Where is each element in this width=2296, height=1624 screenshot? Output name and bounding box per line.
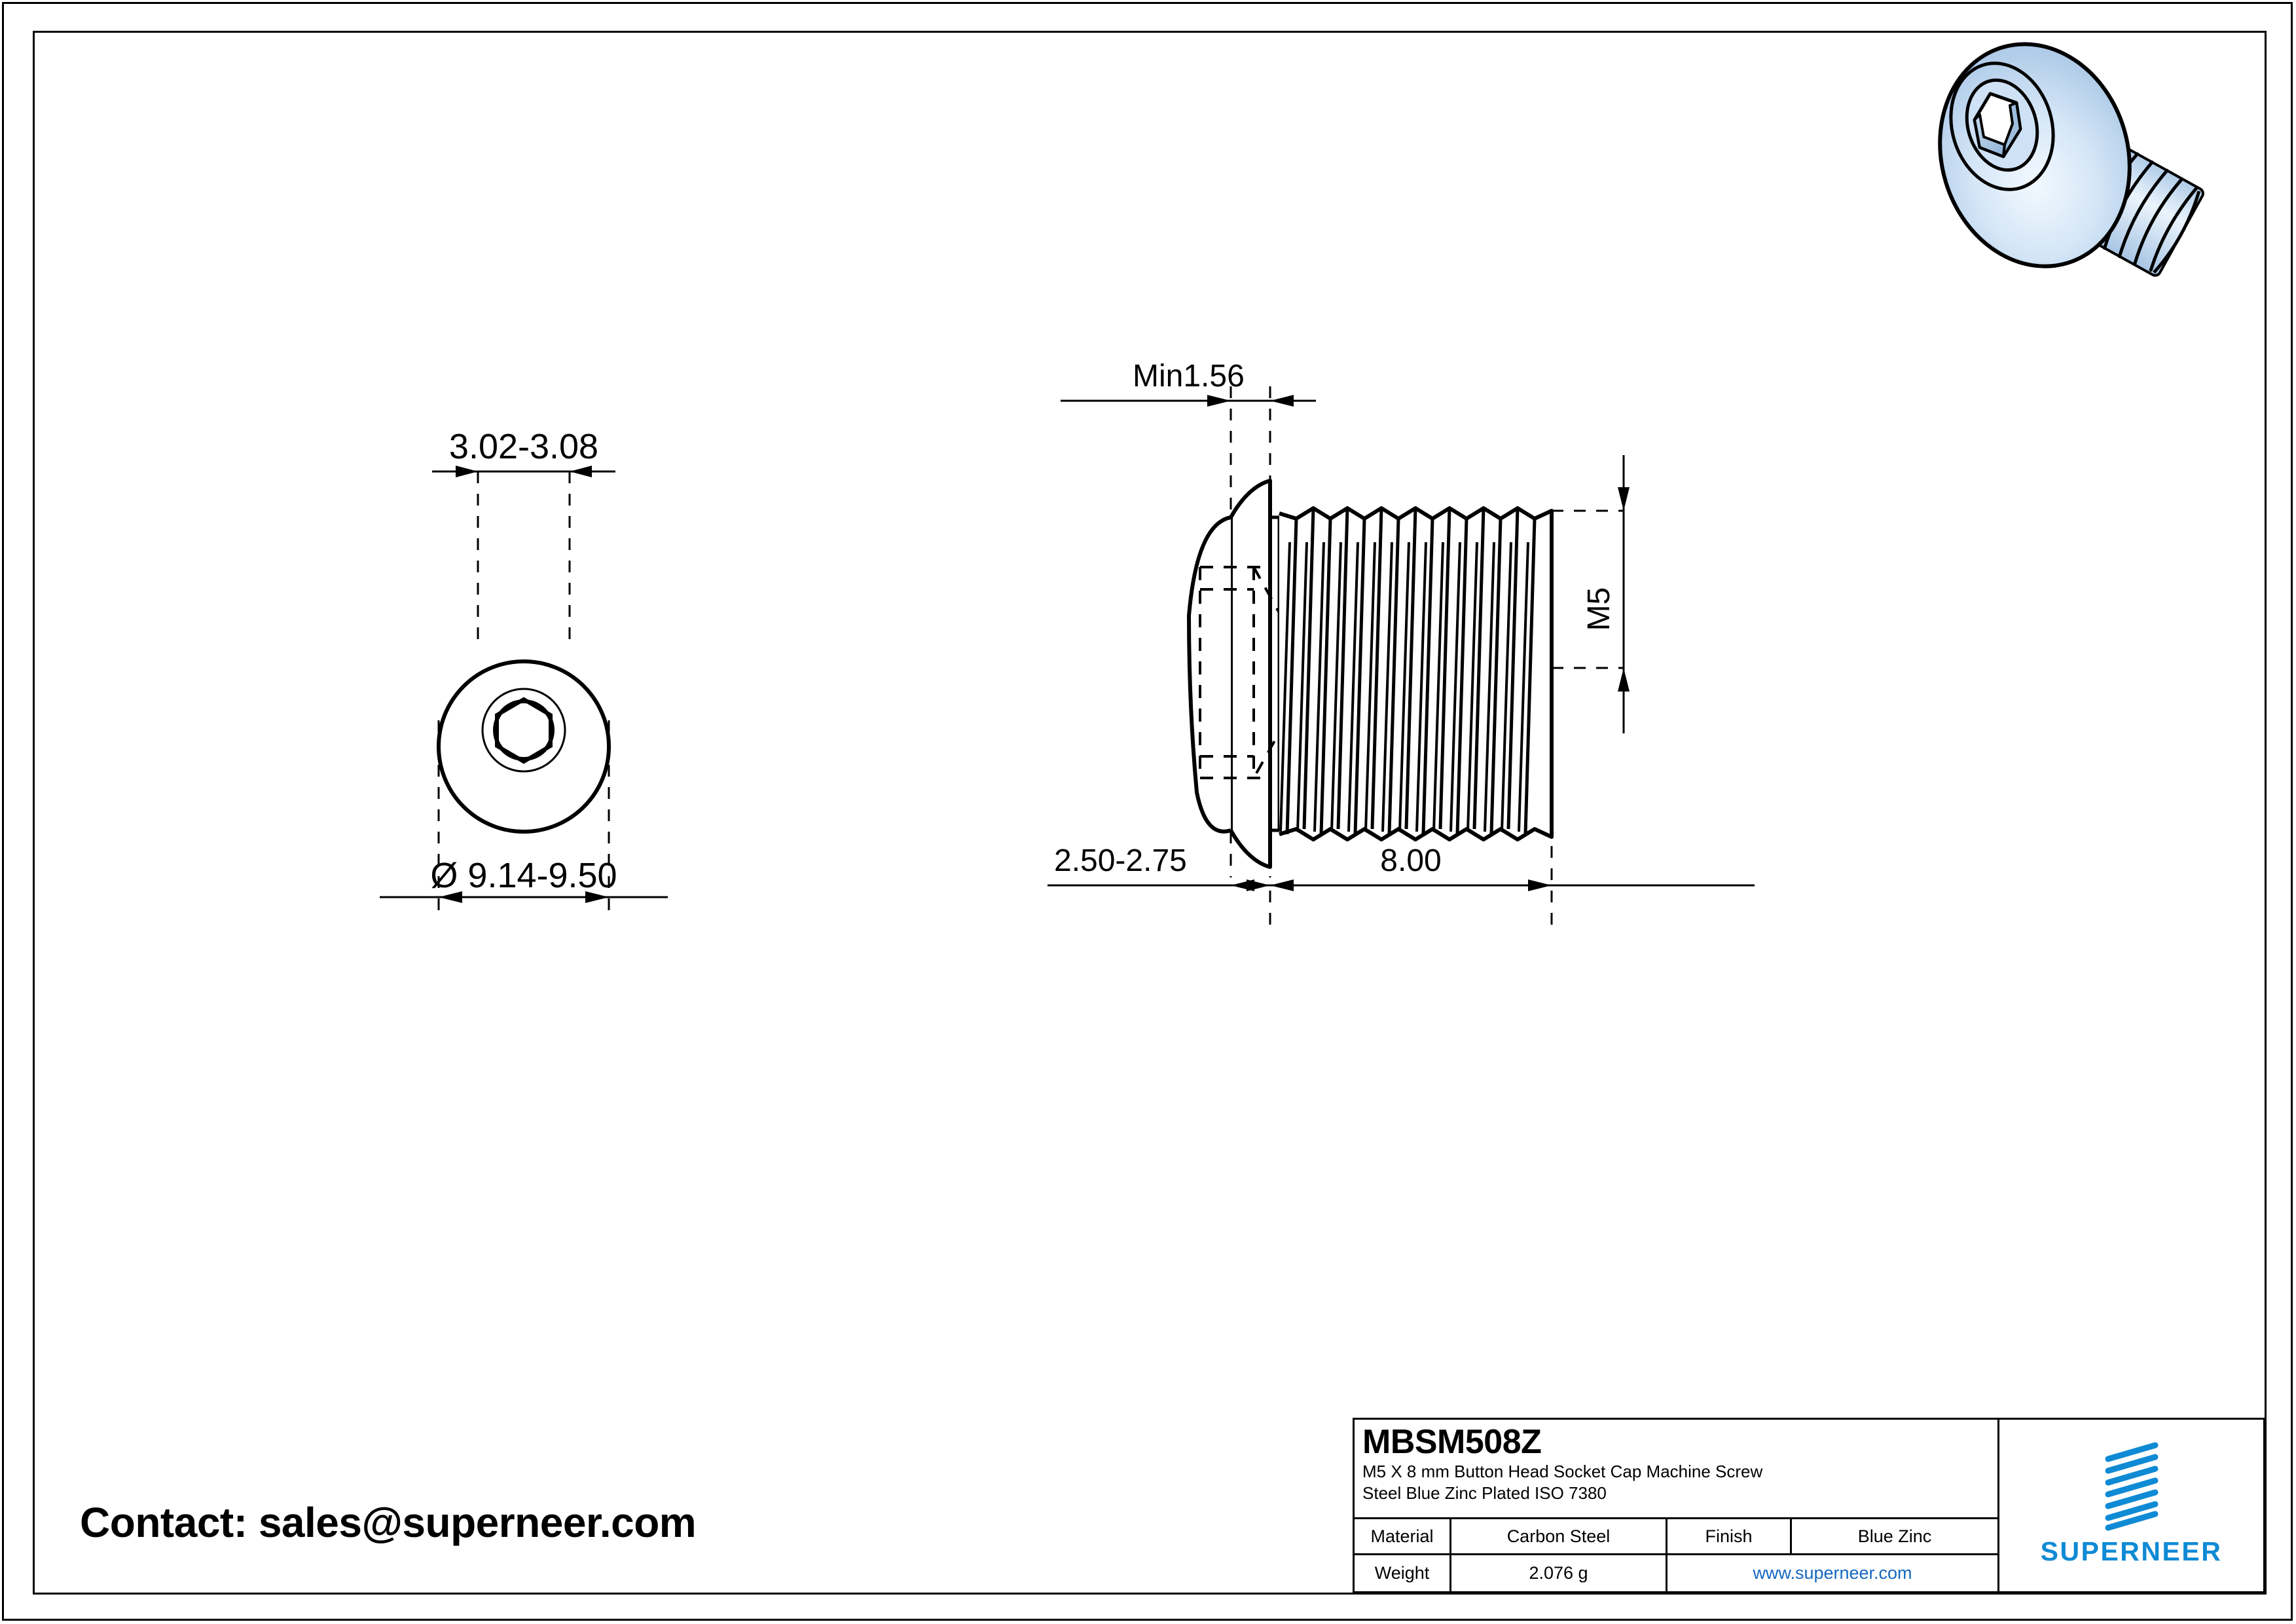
description-line-2: Steel Blue Zinc Plated ISO 7380 [1362, 1483, 1607, 1503]
dimension-thread-size-m5: M5 [1582, 455, 1630, 733]
title-block-left: MBSM508Z M5 X 8 mm Button Head Socket Ca… [1355, 1420, 1999, 1591]
head-dome-profile [1229, 479, 1272, 869]
weight-value: 2.076 g [1451, 1555, 1667, 1591]
title-block-spec-table: Material Carbon Steel Finish Blue Zinc W… [1355, 1519, 1997, 1591]
dimension-min-socket-depth: Min1.56 [1061, 359, 1316, 407]
description-line-1: M5 X 8 mm Button Head Socket Cap Machine… [1362, 1462, 1763, 1482]
side-view-thread-length-text: 8.00 [1380, 843, 1441, 878]
contact-line: Contact: sales@superneer.com [80, 1499, 697, 1546]
front-view-drawing: 3.02-3.08 Ø 9.14-9.50 [380, 427, 668, 910]
title-block: MBSM508Z M5 X 8 mm Button Head Socket Ca… [1353, 1418, 2265, 1593]
head-outer-circle [437, 659, 611, 834]
front-view-bottom-dimension-text: Ø 9.14-9.50 [430, 856, 617, 895]
superneer-logo-icon [2105, 1442, 2158, 1530]
dimension-head-thickness-and-length: 2.50-2.75 8.00 [1048, 843, 1755, 891]
table-row: Material Carbon Steel Finish Blue Zinc [1355, 1519, 1997, 1555]
front-view-head-circles [437, 659, 611, 834]
brand-panel: SUPERNEER [1999, 1420, 2263, 1591]
socket-chamfer-circle [481, 688, 566, 773]
side-view-drawing: Min1.56 [1048, 359, 1755, 930]
hex-socket-outline [495, 697, 553, 764]
screw-3d-render [1938, 42, 2204, 277]
brand-wordmark: SUPERNEER [2040, 1536, 2223, 1566]
side-view-min-dimension-text: Min1.56 [1133, 359, 1245, 394]
side-view-head-thickness-text: 2.50-2.75 [1054, 843, 1187, 878]
screw-3d-head [1938, 42, 2132, 268]
website-link[interactable]: www.superneer.com [1753, 1563, 1912, 1583]
material-value: Carbon Steel [1451, 1519, 1667, 1553]
threaded-shank [1279, 506, 1554, 841]
finish-label: Finish [1667, 1519, 1792, 1553]
table-row: Weight 2.076 g www.superneer.com [1355, 1555, 1997, 1591]
side-view-m5-dimension-text: M5 [1582, 587, 1616, 631]
part-number: MBSM508Z [1362, 1423, 1542, 1461]
head-dome-front-arc [1186, 515, 1231, 834]
hidden-hex-socket [1199, 566, 1293, 779]
material-label: Material [1355, 1519, 1451, 1553]
front-view-top-dimension-text: 3.02-3.08 [449, 427, 598, 466]
title-block-description: MBSM508Z M5 X 8 mm Button Head Socket Ca… [1355, 1420, 1997, 1519]
dimension-arrows-socket-width [439, 466, 609, 903]
weight-label: Weight [1355, 1555, 1451, 1591]
finish-value: Blue Zinc [1857, 1526, 1932, 1546]
sheet-inner-frame [33, 31, 2267, 1595]
